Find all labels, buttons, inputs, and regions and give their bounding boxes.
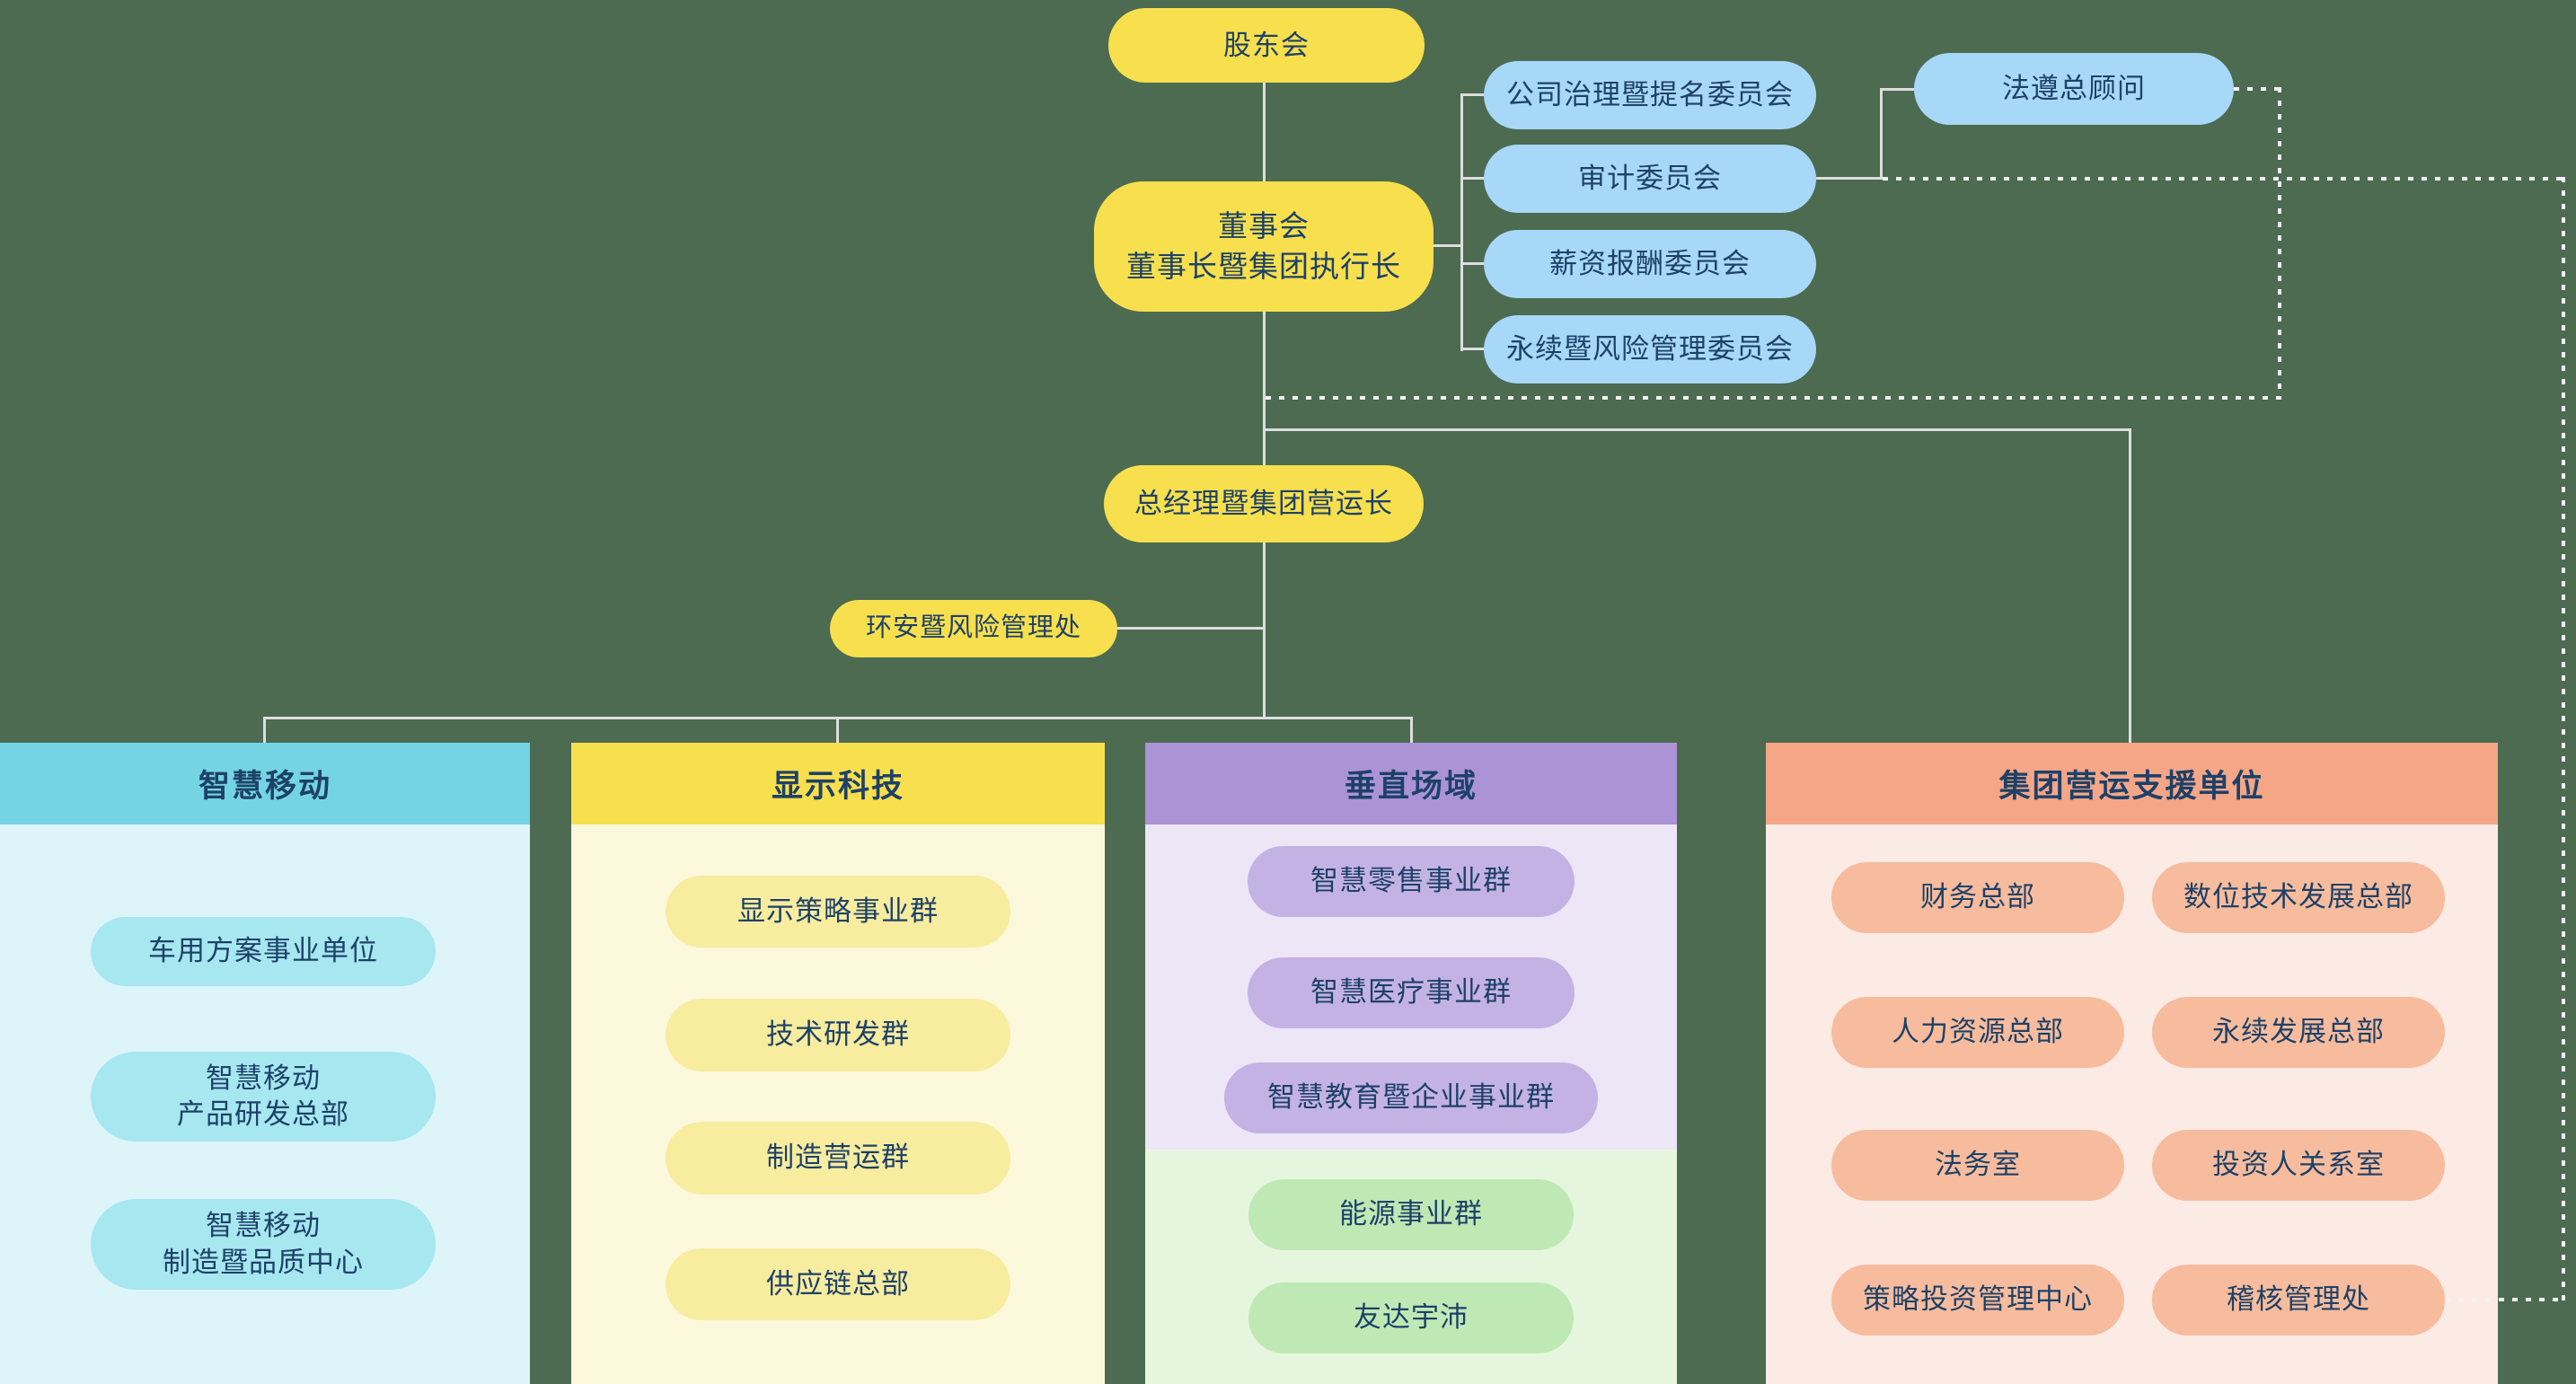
column-smart-mobility: 智慧移动 车用方案事业单位 智慧移动 产品研发总部 智慧移动 制造暨品质中心 — [0, 743, 530, 1384]
unit-label: 制造营运群 — [766, 1142, 910, 1174]
connector-committee-stub-4 — [1462, 348, 1484, 350]
connector-committee-stub-2 — [1462, 177, 1484, 180]
connector-shareholders-board — [1263, 83, 1266, 182]
unit-smart-education-enterprise: 智慧教育暨企业事业群 — [1224, 1062, 1598, 1133]
unit-display-strategy: 显示策略事业群 — [666, 876, 1010, 948]
unit-smart-retail: 智慧零售事业群 — [1248, 846, 1575, 917]
unit-label: 稽核管理处 — [2227, 1283, 2370, 1316]
group-support-header: 集团营运支援单位 — [1766, 743, 2498, 824]
connector-board-bracket — [1434, 244, 1463, 247]
dotted-audit-right — [1883, 177, 2565, 181]
column-display-tech: 显示科技 显示策略事业群 技术研发群 制造营运群 供应链总部 — [571, 743, 1105, 1384]
unit-label: 人力资源总部 — [1892, 1016, 2064, 1048]
column-group-support: 集团营运支援单位 财务总部 数位技术发展总部 人力资源总部 永续发展总部 法务室… — [1766, 743, 2498, 1384]
unit-label: 智慧零售事业群 — [1310, 865, 1512, 897]
connector-committee-bracket — [1460, 93, 1463, 351]
unit-audit-office: 稽核管理处 — [2152, 1265, 2445, 1336]
unit-automotive-solutions: 车用方案事业单位 — [91, 917, 436, 986]
dotted-compliance-h — [2234, 87, 2281, 91]
connector-audit-compliance-h2 — [1882, 88, 1914, 91]
unit-label-line1: 智慧移动 — [206, 1062, 321, 1094]
smart-mobility-header: 智慧移动 — [0, 743, 530, 824]
unit-label: 智慧教育暨企业事业群 — [1267, 1081, 1555, 1114]
node-ehs-risk-division: 环安暨风险管理处 — [830, 600, 1117, 657]
unit-label-line2: 产品研发总部 — [177, 1098, 349, 1130]
unit-label: 法务室 — [1935, 1149, 2021, 1181]
node-audit-committee: 审计委员会 — [1484, 145, 1816, 213]
unit-legal-office: 法务室 — [1831, 1130, 2124, 1201]
connector-audit-compliance-v — [1880, 88, 1883, 180]
unit-mobility-product-rd: 智慧移动 产品研发总部 — [91, 1052, 436, 1142]
display-tech-header: 显示科技 — [571, 743, 1105, 824]
unit-investor-relations: 投资人关系室 — [2152, 1130, 2445, 1201]
unit-label: 数位技术发展总部 — [2183, 881, 2413, 913]
unit-label: 智慧医疗事业群 — [1310, 976, 1512, 1009]
node-board-of-directors: 董事会 董事长暨集团执行长 — [1094, 181, 1434, 312]
connector-branch-support-v — [2129, 428, 2131, 744]
unit-label: 财务总部 — [1920, 881, 2035, 913]
connector-committee-stub-1 — [1462, 93, 1484, 96]
dotted-compliance-return — [1266, 396, 2281, 400]
unit-mobility-mfg-quality: 智慧移动 制造暨品质中心 — [91, 1199, 436, 1290]
connector-drop-col2 — [836, 717, 839, 744]
unit-label: 车用方案事业单位 — [148, 935, 378, 967]
unit-auo-envirotech: 友达宇沛 — [1248, 1283, 1574, 1353]
unit-label: 能源事业群 — [1339, 1198, 1483, 1230]
unit-mfg-operations: 制造营运群 — [666, 1122, 1010, 1194]
node-chief-compliance-counsel: 法遵总顾问 — [1914, 53, 2234, 125]
dotted-compliance-v — [2278, 87, 2281, 400]
unit-strategic-investment: 策略投资管理中心 — [1831, 1265, 2124, 1336]
connector-drop-col3 — [1410, 717, 1413, 744]
unit-smart-medical: 智慧医疗事业群 — [1248, 957, 1575, 1028]
connector-audit-compliance-h — [1816, 177, 1883, 180]
unit-sustainability-hq: 永续发展总部 — [2152, 997, 2445, 1068]
unit-label: 永续发展总部 — [2212, 1016, 2385, 1048]
dotted-audit-office-link — [2445, 1298, 2565, 1301]
node-shareholders-meeting: 股东会 — [1108, 8, 1425, 83]
connector-drop-col1 — [263, 717, 266, 744]
node-president-coo: 总经理暨集团营运长 — [1104, 465, 1424, 542]
unit-label: 技术研发群 — [766, 1018, 910, 1051]
connector-branch-support-h — [1264, 428, 2131, 431]
unit-label: 投资人关系室 — [2212, 1149, 2385, 1181]
node-compensation-committee: 薪资报酬委员会 — [1484, 230, 1816, 298]
unit-label: 显示策略事业群 — [737, 895, 939, 927]
unit-supply-chain: 供应链总部 — [666, 1248, 1010, 1320]
unit-digital-tech-hq: 数位技术发展总部 — [2152, 862, 2445, 933]
column-vertical-domains: 垂直场域 智慧零售事业群 智慧医疗事业群 智慧教育暨企业事业群 能源事业群 友达… — [1145, 743, 1677, 1384]
unit-label: 友达宇沛 — [1354, 1301, 1469, 1334]
node-governance-nomination-committee: 公司治理暨提名委员会 — [1484, 61, 1816, 129]
board-label-line2: 董事长暨集团执行长 — [1126, 249, 1401, 283]
connector-committee-stub-3 — [1462, 262, 1484, 265]
connector-coo-distribution — [1263, 542, 1266, 718]
node-sustainability-risk-committee: 永续暨风险管理委员会 — [1484, 315, 1816, 383]
unit-tech-rd: 技术研发群 — [666, 999, 1010, 1071]
connector-board-coo — [1263, 312, 1266, 466]
unit-hr-hq: 人力资源总部 — [1831, 997, 2124, 1068]
unit-label: 策略投资管理中心 — [1863, 1283, 2093, 1316]
connector-ehs — [1117, 627, 1265, 630]
unit-label-line1: 智慧移动 — [206, 1210, 321, 1242]
unit-label: 供应链总部 — [766, 1267, 910, 1300]
dotted-audit-down — [2562, 177, 2565, 1302]
unit-label-line2: 制造暨品质中心 — [163, 1246, 364, 1278]
unit-finance-hq: 财务总部 — [1831, 862, 2124, 933]
unit-energy: 能源事业群 — [1248, 1179, 1574, 1250]
board-label-line1: 董事会 — [1218, 208, 1310, 242]
vertical-domains-header: 垂直场域 — [1145, 743, 1677, 824]
